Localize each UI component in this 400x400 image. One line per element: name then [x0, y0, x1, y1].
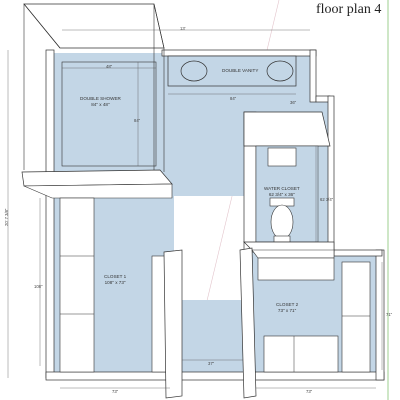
shower-label: DOUBLE SHOWER 84" x 48"	[80, 96, 121, 107]
closet1-shelving	[59, 197, 95, 373]
vanity-label: DOUBLE VANITY	[222, 68, 259, 73]
wc-toilet-base	[273, 235, 291, 243]
wc-name: WATER CLOSET	[264, 186, 300, 191]
closet2-name: CLOSET 2	[276, 302, 299, 307]
wc-depth-label: 62 3/4"	[320, 197, 334, 202]
closet2-partition	[239, 247, 257, 399]
closet1-width-label: 73"	[112, 389, 119, 394]
closet2-label: CLOSET 2 73" x 71"	[276, 302, 298, 313]
closet2-right-shelving	[341, 261, 371, 373]
wc-toilet-bowl	[270, 204, 294, 240]
overall-height-label: 20' 7 3/8"	[4, 208, 9, 226]
closet2-bottom-shelving	[263, 335, 339, 373]
shower-ledge	[23, 183, 173, 199]
closet2-size: 73" x 71"	[277, 307, 297, 313]
shower-width-label: 48"	[106, 64, 113, 69]
page-title: floor plan 4	[316, 2, 382, 17]
shower-size: 84" x 48"	[91, 101, 110, 107]
wc-sink	[267, 147, 297, 167]
vanity-sink-left	[180, 60, 208, 82]
closet2-depth-label: 71"	[386, 312, 393, 317]
vanity-length-label: 84"	[230, 96, 237, 101]
shower-bench	[21, 169, 173, 187]
wc-size: 62 3/4" x 36"	[268, 191, 295, 197]
shower-box-edge-left2	[23, 3, 61, 49]
wc-width-label: 36"	[290, 100, 297, 105]
closet2-top-shelving	[257, 257, 335, 281]
wc-label: WATER CLOSET 62 3/4" x 36"	[264, 186, 300, 197]
closet1-depth-label: 108"	[34, 284, 43, 289]
closet1-name: CLOSET 1	[104, 274, 127, 279]
wc-shelf	[243, 111, 331, 147]
closet1-label: CLOSET 1 108" x 73"	[104, 274, 126, 285]
shower-name: DOUBLE SHOWER	[80, 96, 121, 101]
overall-width-label: 13'	[180, 26, 186, 31]
vanity-sink-right	[266, 60, 294, 82]
closet2-width-label: 73"	[306, 389, 313, 394]
closet1-right-shelving	[151, 255, 167, 373]
shower-depth-label: 84"	[134, 118, 141, 123]
closet2-shelf-top	[251, 249, 335, 259]
closet1-size: 108" x 73"	[104, 279, 126, 285]
exterior-walls	[45, 49, 385, 381]
shower-glass	[61, 61, 157, 167]
closet1-partition	[163, 249, 183, 399]
shower-box-top	[23, 3, 165, 49]
passage-label: 37"	[208, 361, 215, 366]
shower-box-edge-right	[153, 3, 165, 49]
